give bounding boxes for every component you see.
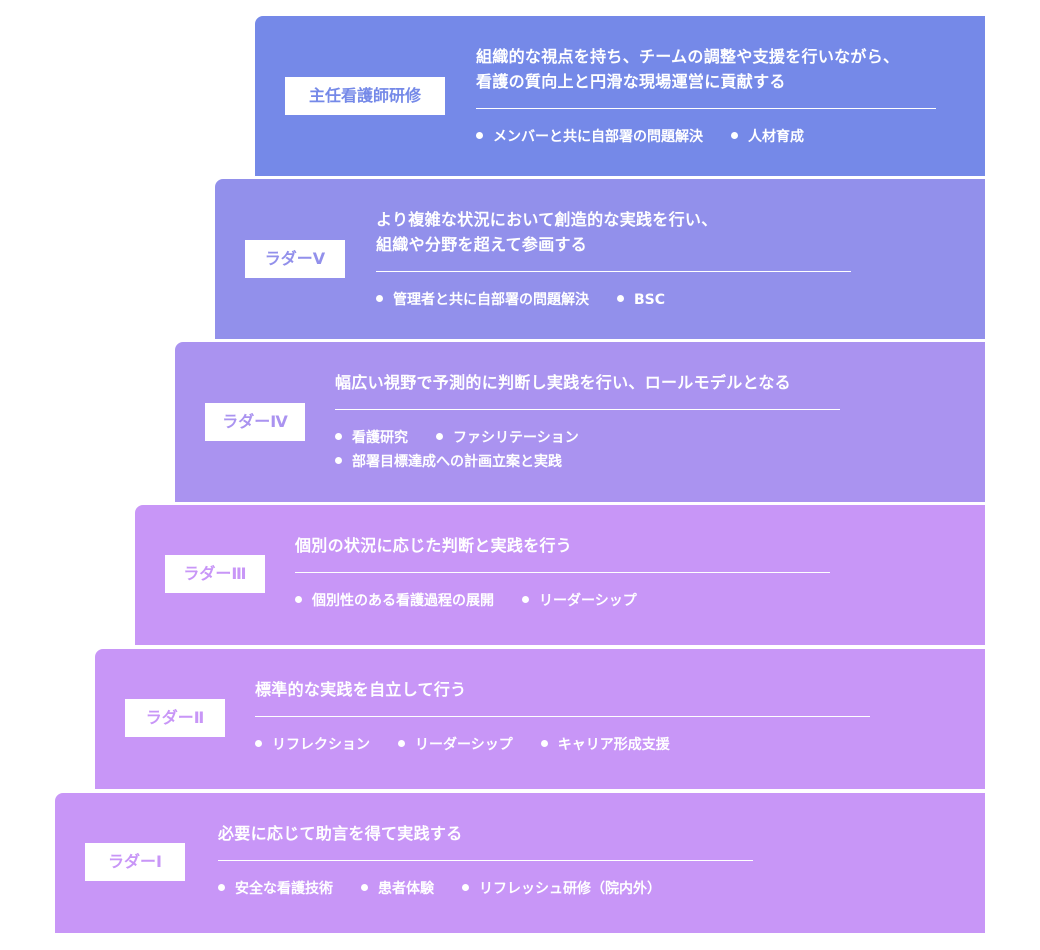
ladder-step: ラダーⅣ 幅広い視野で予測的に判断し実践を行い、ロールモデルとなる看護研究 ファシリ…: [175, 342, 985, 502]
list-item: 患者体験: [361, 877, 434, 901]
level-description: 看護の質向上と円滑な現場運営に貢献する: [476, 72, 786, 91]
level-content: より複雑な状況において創造的な実践を行い、組織や分野を超えて参画する管理者と共に…: [376, 207, 851, 312]
level-description: 組織や分野を超えて参画する: [376, 235, 588, 254]
list-item: リフレクション: [255, 733, 370, 757]
ladder-step: ラダーⅠ 必要に応じて助言を得て実践する安全な看護技術 患者体験 リフレッシュ研修（院…: [55, 793, 985, 933]
list-item: キャリア形成支援: [541, 733, 670, 757]
level-content: 個別の状況に応じた判断と実践を行う個別性のある看護過程の展開 リーダーシップ: [295, 533, 830, 613]
level-content: 必要に応じて助言を得て実践する安全な看護技術 患者体験 リフレッシュ研修（院内外）: [218, 821, 753, 901]
list-item: ファシリテーション: [436, 426, 579, 450]
list-item: 安全な看護技術: [218, 877, 333, 901]
ladder-step: ラダーⅡ 標準的な実践を自立して行うリフレクション リーダーシップ キャリア形成支援: [95, 649, 985, 789]
divider: [218, 860, 753, 861]
level-items: メンバーと共に自部署の問題解決 人材育成: [476, 125, 936, 149]
level-label: ラダーⅡ: [125, 699, 225, 737]
level-content: 標準的な実践を自立して行うリフレクション リーダーシップ キャリア形成支援: [255, 677, 870, 757]
level-label: ラダーⅣ: [205, 403, 305, 441]
list-item: 人材育成: [731, 125, 804, 149]
level-content: 幅広い視野で予測的に判断し実践を行い、ロールモデルとなる看護研究 ファシリテーショ…: [335, 370, 840, 474]
list-item: BSC: [617, 288, 665, 312]
divider: [376, 271, 851, 272]
divider: [295, 572, 830, 573]
level-description: 幅広い視野で予測的に判断し実践を行い、ロールモデルとなる: [335, 373, 791, 392]
ladder-step: ラダーⅤ より複雑な状況において創造的な実践を行い、組織や分野を超えて参画する管理…: [215, 179, 985, 339]
level-description: 標準的な実践を自立して行う: [255, 680, 467, 699]
level-items: 安全な看護技術 患者体験 リフレッシュ研修（院内外）: [218, 877, 753, 901]
list-item: 管理者と共に自部署の問題解決: [376, 288, 589, 312]
ladder-step: 主任看護師研修組織的な視点を持ち、チームの調整や支援を行いながら、看護の質向上と…: [255, 16, 985, 176]
level-items: 個別性のある看護過程の展開 リーダーシップ: [295, 589, 830, 613]
level-label: ラダーⅤ: [245, 240, 345, 278]
level-items: リフレクション リーダーシップ キャリア形成支援: [255, 733, 870, 757]
level-content: 組織的な視点を持ち、チームの調整や支援を行いながら、看護の質向上と円滑な現場運営…: [476, 44, 936, 149]
ladder-step: ラダーⅢ 個別の状況に応じた判断と実践を行う個別性のある看護過程の展開 リーダーシッ…: [135, 505, 985, 645]
list-item: 部署目標達成への計画立案と実践: [335, 450, 562, 474]
level-description: より複雑な状況において創造的な実践を行い、: [376, 210, 718, 229]
level-description: 個別の状況に応じた判断と実践を行う: [295, 536, 573, 555]
level-description: 必要に応じて助言を得て実践する: [218, 824, 463, 843]
level-label: ラダーⅠ: [85, 843, 185, 881]
list-item: メンバーと共に自部署の問題解決: [476, 125, 703, 149]
level-label: 主任看護師研修: [285, 77, 445, 115]
list-item: 個別性のある看護過程の展開: [295, 589, 494, 613]
level-description: 組織的な視点を持ち、チームの調整や支援を行いながら、: [476, 47, 900, 66]
level-items: 看護研究 ファシリテーション部署目標達成への計画立案と実践: [335, 426, 840, 474]
divider: [335, 409, 840, 410]
list-item: 看護研究: [335, 426, 408, 450]
list-item: リフレッシュ研修（院内外）: [462, 877, 661, 901]
divider: [476, 108, 936, 109]
divider: [255, 716, 870, 717]
list-item: リーダーシップ: [522, 589, 637, 613]
list-item: リーダーシップ: [398, 733, 513, 757]
level-label: ラダーⅢ: [165, 555, 265, 593]
level-items: 管理者と共に自部署の問題解決 BSC: [376, 288, 851, 312]
